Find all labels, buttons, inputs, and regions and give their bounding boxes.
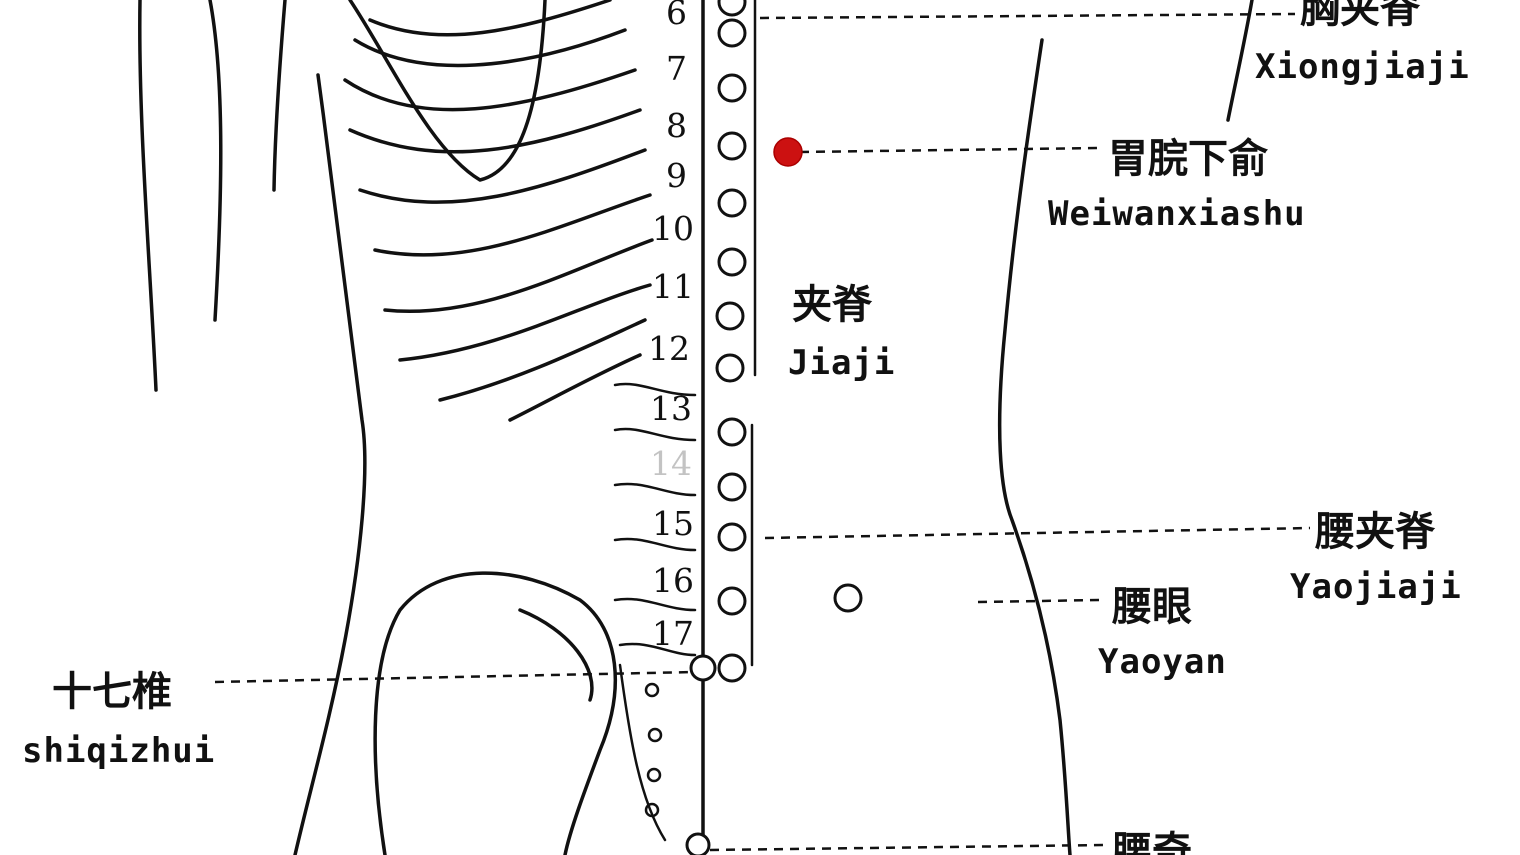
- label-xiongjiaji-cn: 胸夹脊: [1300, 0, 1421, 32]
- sacrum-outline: [618, 663, 667, 842]
- left-arm-outline: [138, 0, 158, 392]
- weiwanxiashu-point: [773, 137, 803, 167]
- vertebra-numbers: 6 7 8 9 10 11 12 13 14 15 16 17: [648, 0, 694, 653]
- vertebra-number: 12: [648, 329, 690, 368]
- label-jiaji-py: Jiaji: [788, 343, 895, 383]
- leader-xiongjiaji: [759, 12, 1296, 20]
- vertebra-number: 14: [650, 444, 692, 483]
- right-torso-outline: [997, 38, 1072, 855]
- lumbar-processes: [613, 382, 697, 657]
- vertebra-number: 13: [650, 389, 692, 428]
- vertebra-number: 17: [652, 614, 694, 653]
- label-jiaji-cn: 夹脊: [792, 281, 873, 328]
- vertebra-number: 7: [666, 49, 687, 88]
- vertebra-number: 6: [666, 0, 687, 32]
- ribs: [343, 0, 654, 422]
- vertebra-number: 10: [652, 209, 694, 248]
- shiqizhui-point: [689, 654, 717, 682]
- leader-yaojiaji: [764, 526, 1311, 540]
- leader-shiqizhui: [214, 670, 696, 684]
- leader-yaoqi: [709, 843, 1106, 852]
- left-arm-inner-outline: [208, 0, 223, 322]
- label-yaoqi-cn: 腰奇: [1111, 828, 1192, 855]
- vertebra-number: 16: [652, 561, 694, 600]
- left-torso-outline: [293, 73, 367, 855]
- yaoqi-point: [685, 832, 711, 855]
- label-yaojiaji-py: Yaojiaji: [1290, 567, 1462, 607]
- pelvis-inner-curve: [518, 608, 594, 702]
- label-weiwanxiashu-py: Weiwanxiashu: [1048, 194, 1306, 234]
- left-arm-crease: [272, 0, 287, 192]
- label-shiqizhui-py: shiqizhui: [22, 731, 215, 771]
- vertebra-number: 9: [666, 156, 687, 195]
- scapula: [348, 0, 547, 182]
- vertebra-number: 15: [652, 504, 694, 543]
- right-arm-outline: [1226, 0, 1254, 122]
- vertebra-number: 8: [666, 106, 687, 145]
- vertebra-number: 11: [652, 267, 694, 306]
- label-yaoyan-cn: 腰眼: [1111, 583, 1192, 630]
- leader-yaoyan: [977, 598, 1101, 604]
- sacral-foramina: [644, 682, 663, 818]
- jiaji-points: [715, 0, 747, 683]
- leader-weiwanxiashu: [799, 146, 1101, 154]
- label-xiongjiaji-py: Xiongjiaji: [1255, 47, 1470, 87]
- label-yaoyan-py: Yaoyan: [1098, 642, 1227, 682]
- pelvis-ilium: [373, 571, 617, 855]
- label-shiqizhui-cn: 十七椎: [52, 668, 172, 715]
- label-weiwanxiashu-cn: 胃脘下俞: [1108, 135, 1269, 182]
- yaoyan-point: [833, 583, 863, 613]
- label-yaojiaji-cn: 腰夹脊: [1314, 508, 1436, 555]
